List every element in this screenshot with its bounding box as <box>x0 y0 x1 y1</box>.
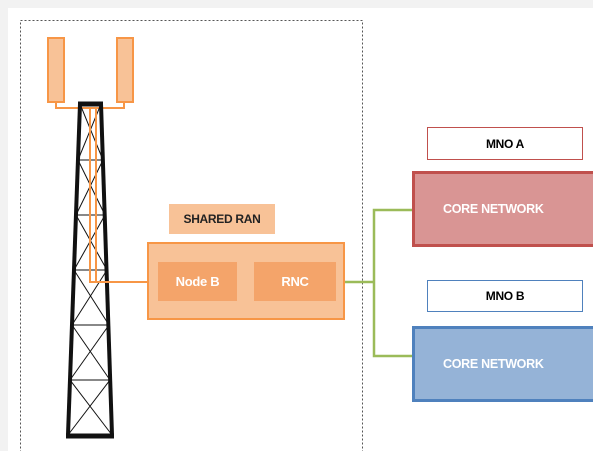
antenna-left <box>47 37 65 103</box>
antenna-right <box>116 37 134 103</box>
node-b-box: Node B <box>158 262 237 301</box>
rnc-box: RNC <box>254 262 336 301</box>
core-links <box>336 208 412 358</box>
mno-a-label: MNO A <box>427 127 583 160</box>
mno-b-label: MNO B <box>427 280 583 312</box>
core-network-b: CORE NETWORK <box>412 326 593 402</box>
feeder-cable <box>89 108 158 283</box>
shared-ran-label: SHARED RAN <box>169 204 275 234</box>
shared-site-boundary <box>20 20 363 451</box>
tower <box>66 101 114 439</box>
core-network-a: CORE NETWORK <box>412 171 593 247</box>
